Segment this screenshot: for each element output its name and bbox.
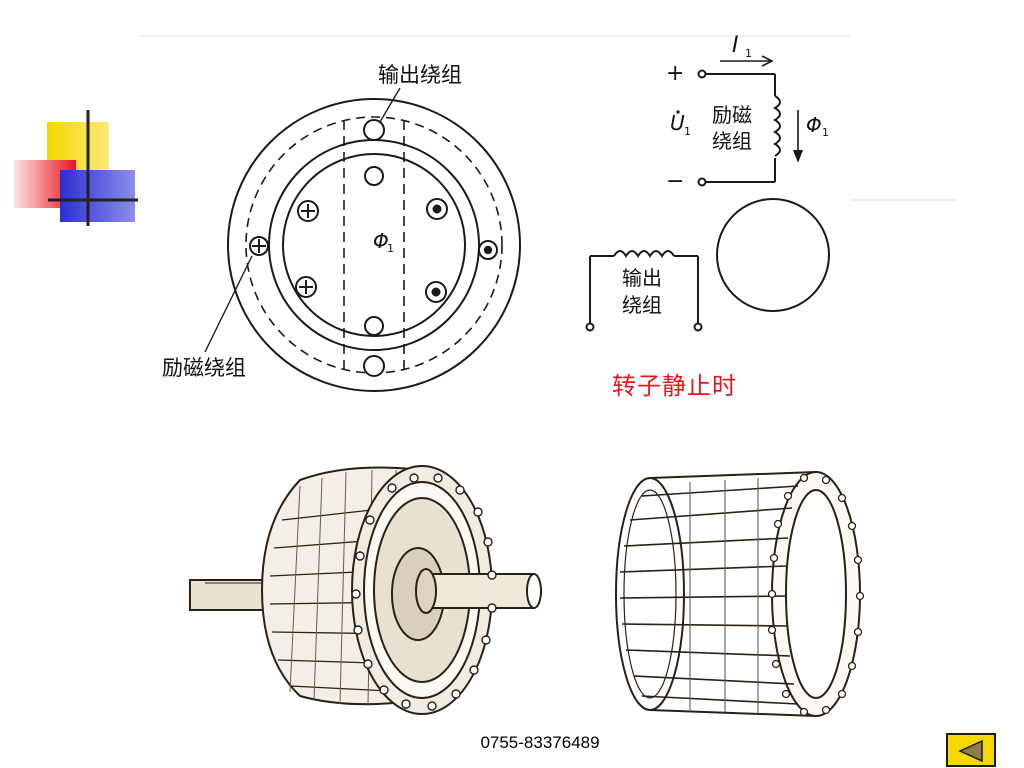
output-label-line2: 绕组	[622, 293, 662, 317]
footer-phone: 0755-83376489	[480, 733, 600, 752]
squirrel-cage-illustration	[615, 471, 865, 717]
triangle-left-icon	[958, 739, 983, 763]
previous-slide-button[interactable]	[946, 733, 996, 767]
output-label-line1: 输出	[622, 266, 662, 290]
slot-cross-icon	[249, 236, 269, 256]
output-circuit	[585, 250, 703, 332]
excitation-winding-label: 励磁绕组	[162, 356, 246, 380]
voltage-dot	[676, 110, 680, 114]
output-winding-label: 输出绕组	[378, 63, 462, 87]
slot-cross-icon	[297, 200, 319, 222]
slot-dot-icon	[425, 281, 447, 303]
slot-dot-icon	[478, 240, 498, 260]
coil-label-line2: 绕组	[712, 129, 752, 153]
corner-decoration	[14, 110, 138, 226]
rotor-circle	[716, 198, 830, 312]
excitation-circuit	[697, 55, 803, 187]
coil-label-line1: 励磁	[712, 103, 752, 127]
slot-dot-icon	[426, 198, 448, 220]
minus-terminal: −	[666, 169, 684, 194]
circuit-flux-label: Φ	[806, 113, 822, 137]
slide-caption: 转子静止时	[612, 372, 737, 400]
slot-cross-icon	[295, 276, 317, 298]
stator-flux-label: Φ	[373, 229, 389, 253]
rotor-shaft-illustration	[189, 465, 542, 715]
voltage-sub: 1	[684, 125, 691, 138]
plus-terminal: +	[666, 61, 684, 86]
voltage-label: U	[670, 111, 685, 135]
stator-diagram	[204, 87, 521, 392]
current-sub: 1	[745, 47, 752, 60]
stator-flux-sub: 1	[387, 242, 394, 255]
circuit-flux-sub: 1	[822, 126, 829, 139]
current-label: I	[732, 33, 739, 58]
